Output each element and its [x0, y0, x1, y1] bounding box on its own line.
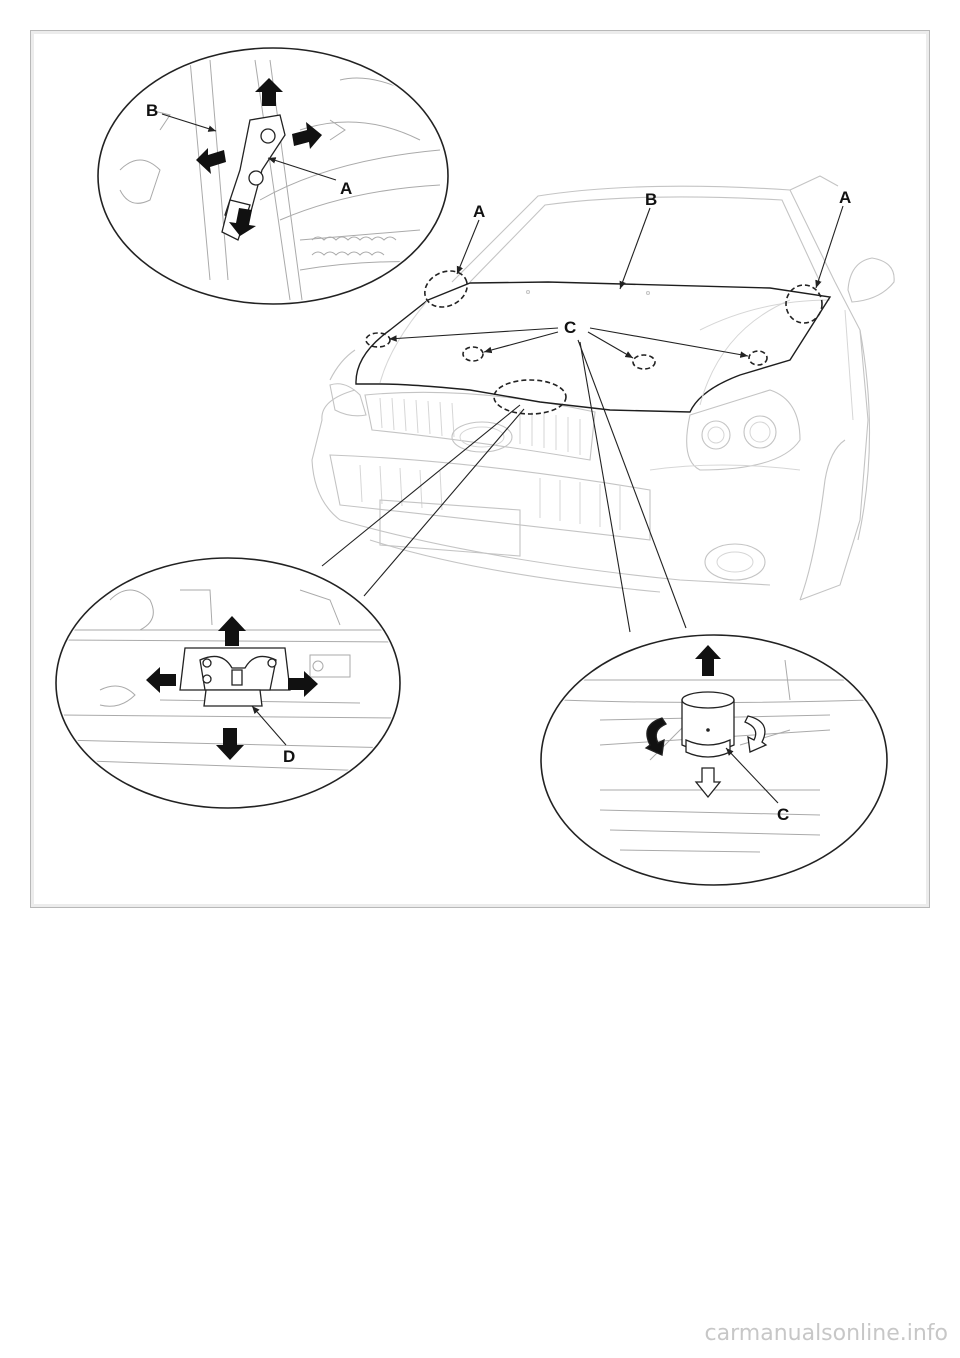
label-bumper-main: C [564, 318, 576, 337]
hinge-marker-right [785, 284, 823, 324]
detail-label-hinge: A [340, 179, 352, 198]
arrow-up-icon [695, 645, 721, 676]
vehicle-outline [311, 175, 895, 601]
detail-label-latch: D [283, 747, 295, 766]
arrow-up-icon [218, 616, 246, 646]
detail-label-bumper: C [777, 805, 789, 824]
figure-frame [30, 30, 930, 908]
arrow-down-icon [229, 208, 256, 236]
latch-marker [493, 379, 567, 415]
label-hinge-right: A [839, 188, 851, 207]
arrow-left-icon [196, 148, 226, 174]
arrow-left-icon [146, 667, 176, 693]
rotate-right-icon [744, 715, 768, 753]
hood-outline [355, 281, 832, 413]
bumper-marker-2 [462, 346, 484, 362]
arrow-down-icon [216, 728, 244, 760]
arrow-right-icon [292, 122, 322, 149]
arrow-right-icon [288, 671, 318, 697]
hinge-detail-view: B A [97, 47, 449, 305]
detail-label-hood: B [146, 101, 158, 120]
label-hood: B [645, 190, 657, 209]
hinge-marker-left [424, 270, 468, 308]
label-hinge-left: A [473, 202, 485, 221]
arrow-up-icon [255, 78, 283, 106]
latch-detail-view: D [55, 557, 401, 809]
bumper-detail-view: C [540, 634, 888, 886]
bumper-marker-3 [632, 354, 656, 370]
watermark: carmanualsonline.info [704, 1321, 948, 1346]
callout-markers [365, 270, 823, 415]
bumper-marker-4 [748, 350, 768, 366]
rotate-left-icon [644, 717, 667, 756]
main-leaders [321, 205, 844, 633]
arrow-down-icon [694, 767, 722, 799]
